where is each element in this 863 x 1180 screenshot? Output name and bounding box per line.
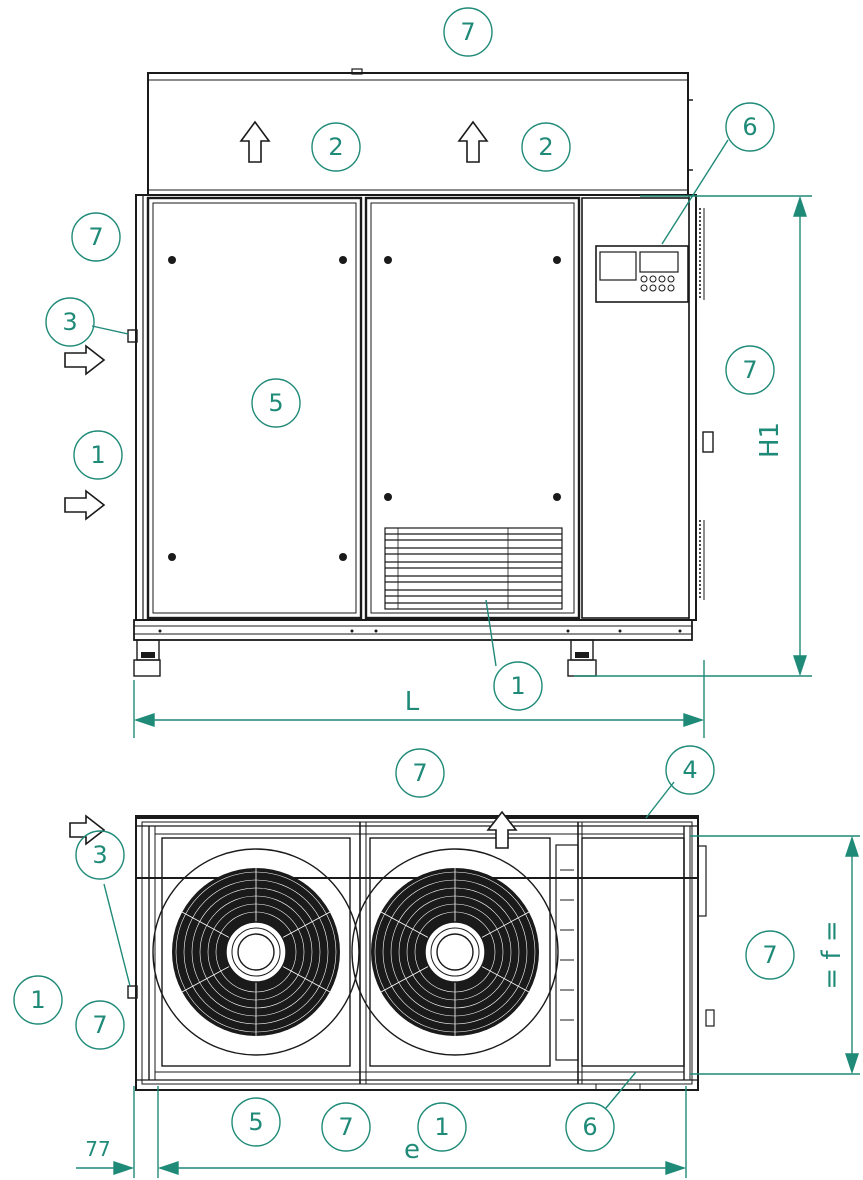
callout-plan-1-left: 1: [30, 986, 45, 1014]
air-in-arrow-2: [64, 489, 106, 521]
callout-left-3: 3: [62, 308, 77, 336]
callout-duct-2b: 2: [538, 133, 553, 161]
callout-bottom-1: 1: [510, 672, 525, 700]
dim-depth-label: = f =: [817, 920, 847, 989]
callout-texts: 7 2 2 6 7 3 1 5 7 1 7 4 3 1 7 7 5 7 1 6: [30, 18, 777, 1141]
callout-plan-4: 4: [682, 756, 697, 784]
callout-plan-7-bottom: 7: [338, 1113, 353, 1141]
callout-duct-2a: 2: [328, 133, 343, 161]
callout-panel-6: 6: [742, 113, 757, 141]
dim-height-label: H1: [755, 422, 785, 458]
base-frame: [133, 619, 693, 677]
dimension-lines: [76, 195, 860, 1178]
callout-plan-5: 5: [248, 1108, 263, 1136]
callout-plan-7-top: 7: [412, 759, 427, 787]
front-view: [64, 68, 714, 677]
controller-display: [595, 245, 689, 303]
fan-left: [152, 848, 360, 1056]
callout-right-7: 7: [742, 356, 757, 384]
air-outlet-connection: [127, 329, 138, 343]
callout-plan-3: 3: [92, 841, 107, 869]
plan-air-up-arrow: [486, 810, 518, 849]
dimension-labels: H1 L = f = 77 e: [85, 422, 847, 1165]
callout-front-5: 5: [268, 389, 283, 417]
callout-circles: [13, 7, 795, 1152]
callout-plan-6: 6: [582, 1113, 597, 1141]
callout-plan-1-bottom: 1: [434, 1113, 449, 1141]
plan-air-in-arrow: [69, 814, 106, 846]
air-in-arrow-1: [64, 344, 106, 376]
plan-view-enclosure: [127, 815, 715, 1091]
callout-left-7: 7: [88, 223, 103, 251]
air-up-arrow-1: [239, 120, 271, 163]
intake-grille: [384, 527, 563, 610]
air-up-arrow-2: [457, 120, 489, 163]
callout-left-1: 1: [90, 441, 105, 469]
plan-enclosure-rect: [135, 815, 699, 1091]
front-panel-middle: [364, 196, 581, 620]
side-fins: [695, 208, 714, 600]
control-section: [581, 197, 690, 619]
dim-offset-label: 77: [85, 1137, 110, 1161]
front-panel-left: [146, 196, 363, 620]
dim-span-label: e: [404, 1135, 420, 1165]
callout-top-7: 7: [460, 18, 475, 46]
callout-plan-7-right: 7: [762, 941, 777, 969]
dim-length-label: L: [405, 687, 420, 717]
leader-lines: [91, 139, 729, 1109]
fan-right: [351, 848, 559, 1056]
callout-plan-7-left: 7: [92, 1011, 107, 1039]
